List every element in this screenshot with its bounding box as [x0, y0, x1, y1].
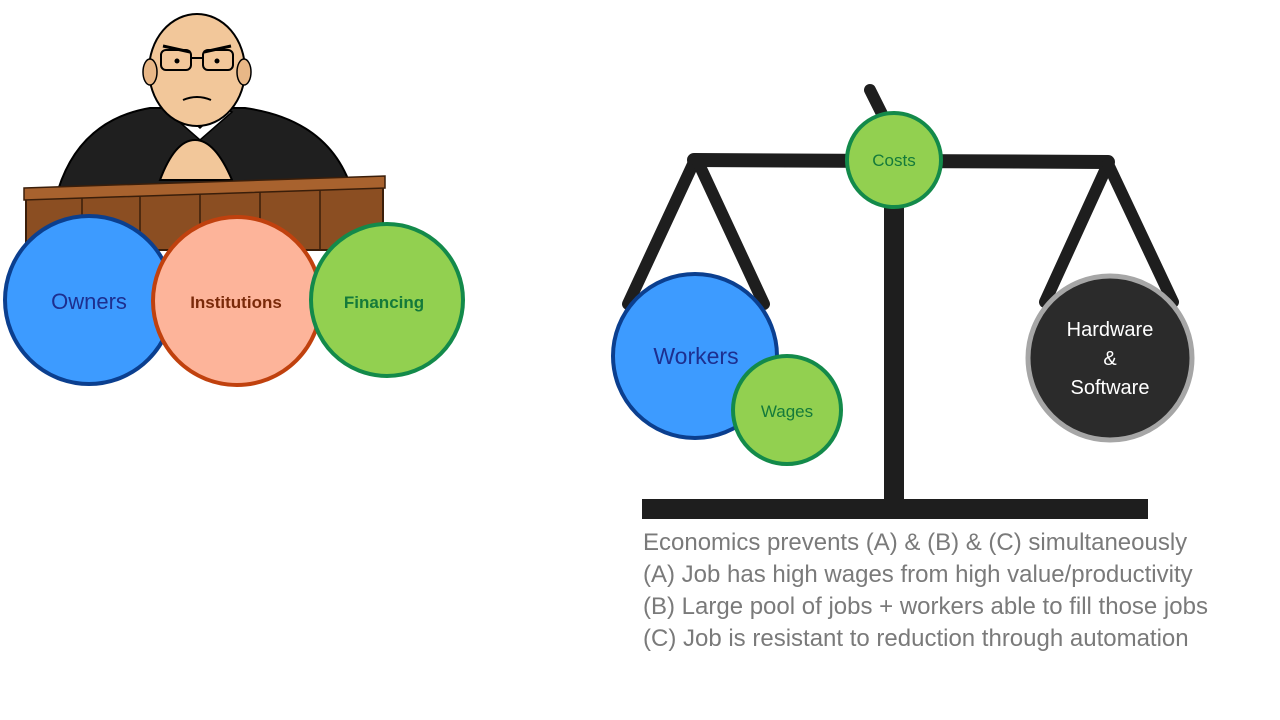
judge-eye-right — [214, 58, 220, 64]
caption-block: Economics prevents (A) & (B) & (C) simul… — [643, 527, 1263, 655]
costs-label: Costs — [872, 151, 915, 170]
judge-illustration — [23, 13, 386, 251]
right-hanger-outer — [1039, 158, 1114, 308]
caption-line-1: Economics prevents (A) & (B) & (C) simul… — [643, 529, 1188, 556]
balance-scale — [622, 84, 1179, 519]
scale-base — [642, 499, 1148, 519]
caption-line-3: (B) Large pool of jobs + workers able to… — [643, 593, 1208, 620]
workers-label: Workers — [653, 343, 738, 369]
judge-ear-left — [142, 58, 158, 86]
ampersand-label: & — [1103, 348, 1117, 370]
judge-mouth — [182, 96, 212, 101]
scale-pointer — [864, 84, 888, 120]
institutions-label: Institutions — [190, 293, 282, 312]
caption-line-2: (A) Job has high wages from high value/p… — [643, 561, 1193, 588]
wages-label: Wages — [761, 402, 813, 421]
judge-ear-right — [236, 58, 252, 86]
judge-hands — [158, 138, 234, 181]
left-hanger-outer — [622, 156, 700, 310]
right-hanger-inner — [1102, 158, 1179, 308]
financing-label: Financing — [344, 293, 424, 312]
judge-bench-top — [23, 175, 386, 201]
caption-line-4: (C) Job is resistant to reduction throug… — [643, 625, 1189, 652]
owners-label: Owners — [51, 289, 127, 314]
wages-circle — [731, 354, 843, 466]
costs-circle — [845, 111, 943, 209]
hardware-software-circle — [1025, 273, 1195, 443]
left-hanger-inner — [692, 156, 770, 310]
hardware-label: Hardware — [1067, 319, 1154, 341]
software-label: Software — [1071, 377, 1150, 399]
judge-eye-left — [174, 58, 180, 64]
judge-brows — [162, 44, 232, 54]
financing-circle — [309, 222, 465, 378]
